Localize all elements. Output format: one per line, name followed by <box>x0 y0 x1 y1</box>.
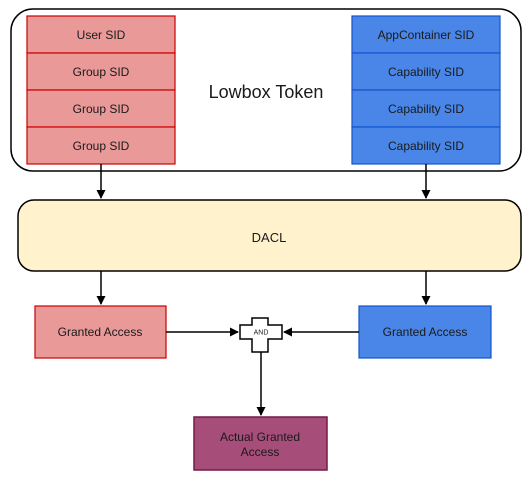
group-sid-label: Group SID <box>73 139 130 153</box>
right-granted-access-label: Granted Access <box>383 325 468 339</box>
dacl-box <box>17 199 522 272</box>
actual-granted-access-box <box>193 416 328 471</box>
right-sid-stack: AppContainer SID Capability SID Capabili… <box>351 15 501 165</box>
appcontainer-sid-label: AppContainer SID <box>378 28 475 42</box>
dacl-label: DACL <box>252 230 287 245</box>
capability-sid-label: Capability SID <box>388 65 464 79</box>
user-sid-cell <box>26 15 176 54</box>
group-sid-cell <box>26 52 176 91</box>
group-sid-cell <box>26 89 176 128</box>
right-granted-access-box <box>358 305 492 359</box>
left-granted-access-box <box>34 305 167 359</box>
user-sid-label: User SID <box>77 28 126 42</box>
left-sid-stack: User SID Group SID Group SID Group SID <box>26 15 176 165</box>
capability-sid-cell <box>351 89 501 128</box>
capability-sid-label: Capability SID <box>388 139 464 153</box>
capability-sid-cell <box>351 126 501 165</box>
left-granted-access-label: Granted Access <box>58 325 143 339</box>
group-sid-label: Group SID <box>73 102 130 116</box>
actual-granted-access-line2: Access <box>241 445 280 459</box>
and-label: AND <box>254 330 269 337</box>
capability-sid-label: Capability SID <box>388 102 464 116</box>
actual-granted-access-line1: Actual Granted <box>220 430 300 444</box>
lowbox-token-title: Lowbox Token <box>209 82 324 102</box>
and-combiner <box>239 317 283 353</box>
group-sid-label: Group SID <box>73 65 130 79</box>
